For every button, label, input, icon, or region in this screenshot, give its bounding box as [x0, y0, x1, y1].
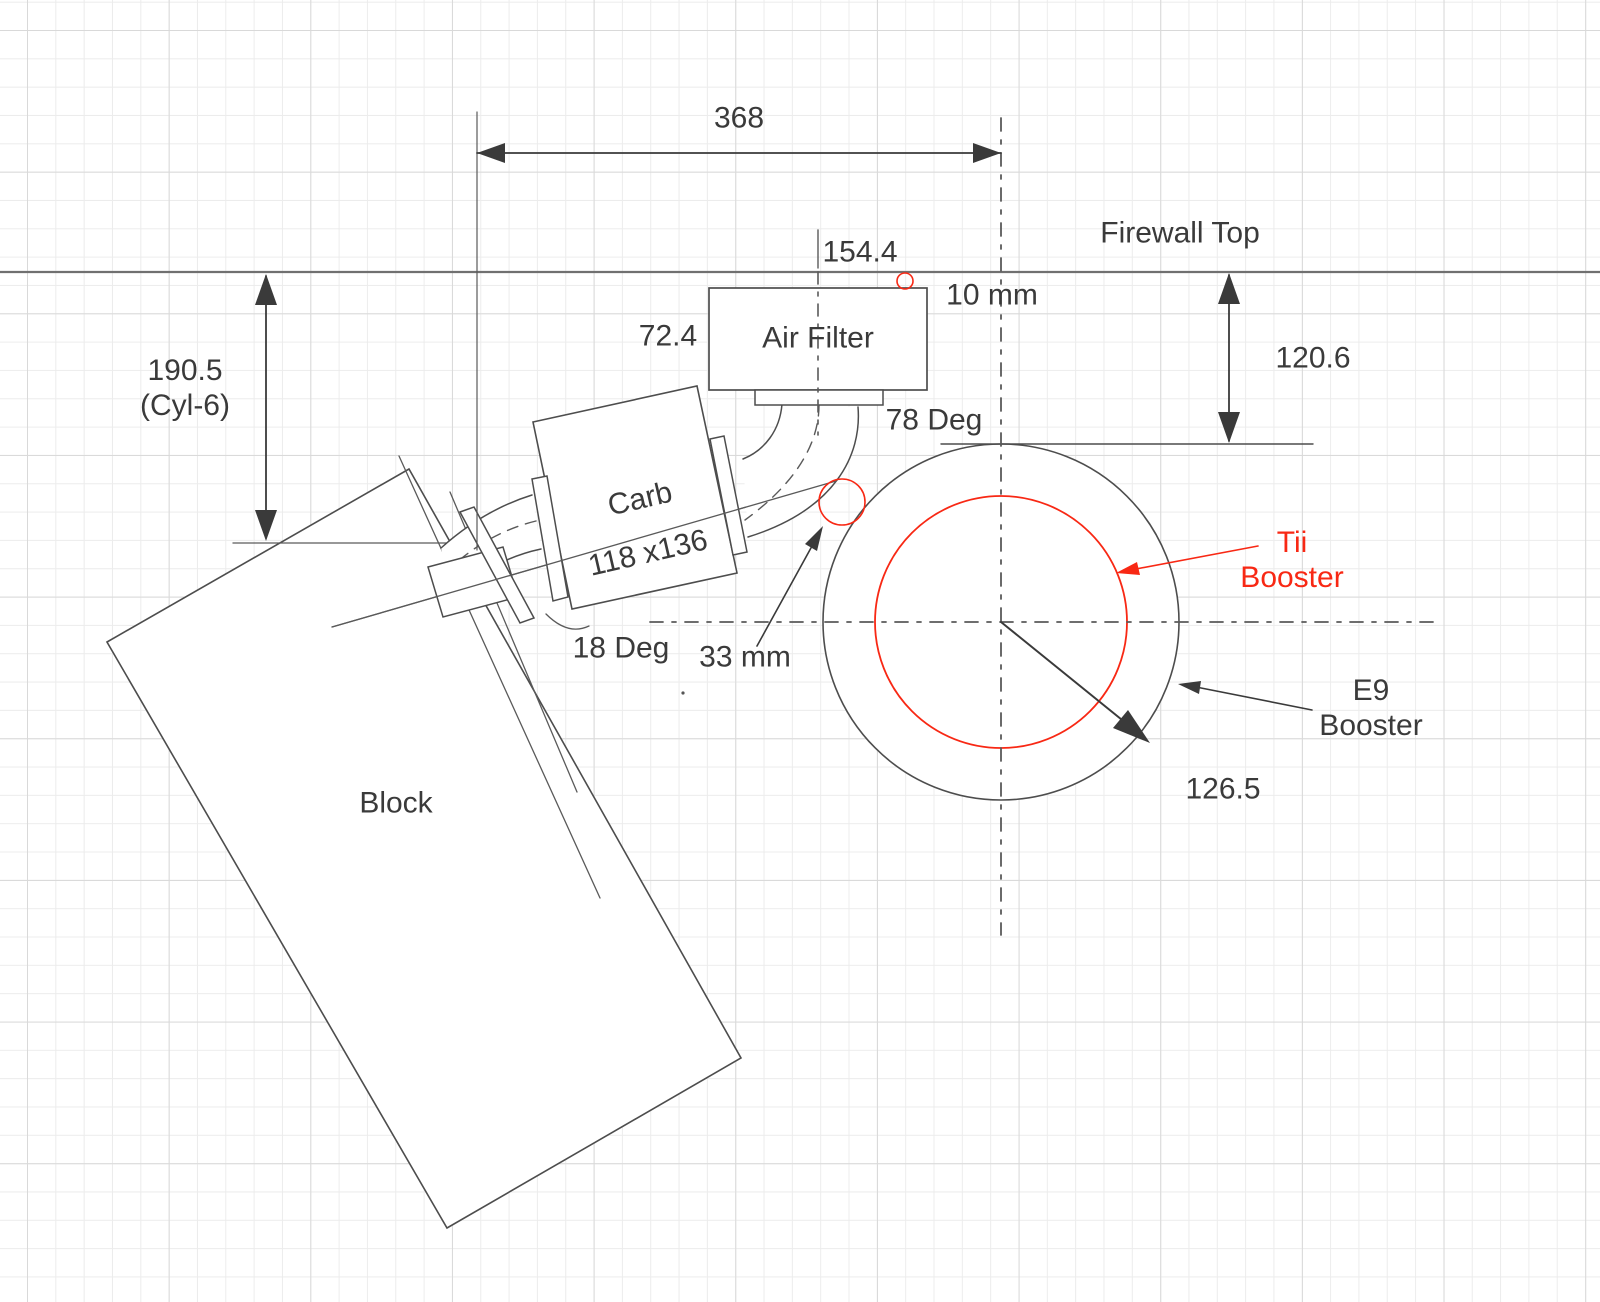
dim-10mm-label: 10 mm [946, 278, 1038, 312]
dim-190-5 [255, 274, 277, 541]
tii-leader-arrow [1116, 545, 1259, 575]
clearance-10mm-circle [896, 272, 914, 290]
dim-33mm-label: 33 mm [699, 640, 791, 674]
e9-booster-label: E9 Booster [1319, 673, 1422, 743]
air-filter-neck [754, 389, 884, 406]
reference-dot [681, 691, 685, 695]
dim-190-5-value: 190.5 [147, 354, 223, 387]
dim-126-5-label: 126.5 [1185, 772, 1261, 806]
dim-72-4-label: 72.4 [638, 319, 698, 353]
booster-centerlines [649, 117, 1443, 936]
e9-booster-line1: E9 [1352, 674, 1390, 707]
dim-120-6-label: 120.6 [1275, 341, 1351, 375]
air-filter-label: Air Filter [762, 321, 874, 355]
deg-78-label: 78 Deg [885, 403, 983, 437]
block-label: Block [359, 786, 433, 820]
deg-18-label: 18 Deg [572, 631, 670, 665]
dim-190-5-label: 190.5 (Cyl-6) [140, 353, 230, 423]
e9-leader-arrow [1178, 681, 1313, 711]
block-outline [105, 467, 743, 1230]
tii-booster-line2: Booster [1240, 561, 1344, 594]
venturi-33mm-circle [818, 478, 866, 526]
firewall-top-label: Firewall Top [1100, 216, 1260, 250]
air-filter-elbow-duct [742, 403, 860, 538]
carb-axis-line [331, 480, 837, 628]
dim-120-6 [1218, 273, 1240, 443]
leader-33mm [756, 526, 823, 647]
e9-booster-line2: Booster [1319, 709, 1423, 742]
dim-368 [476, 111, 1002, 551]
tii-booster-label: Tii Booster [1240, 525, 1343, 595]
carb-left-flange [531, 475, 569, 602]
dim-368-label: 368 [713, 101, 765, 135]
tii-booster-line1: Tii [1276, 526, 1308, 559]
manifold-flange-plate [458, 506, 536, 624]
carb-right-flange [709, 435, 748, 556]
dim-154-4-label: 154.4 [822, 235, 898, 269]
dim-190-5-note: (Cyl-6) [140, 389, 230, 422]
radius-arrow [1000, 621, 1150, 743]
